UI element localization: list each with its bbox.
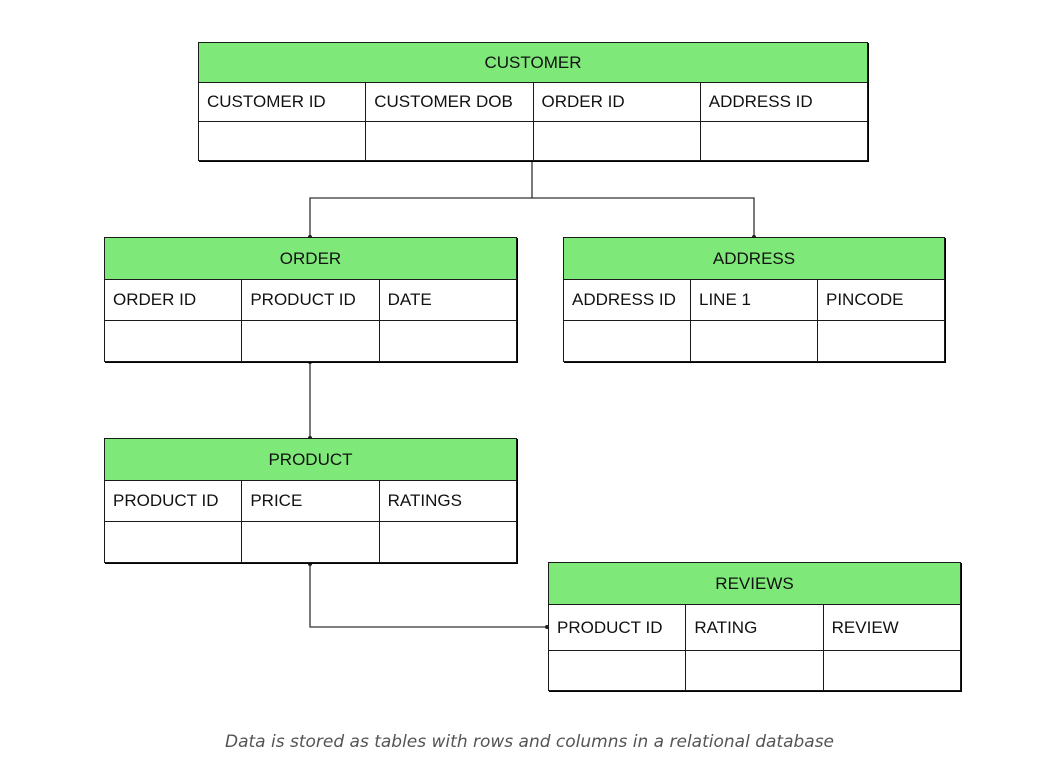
product-column-ratings: RATINGS <box>378 480 518 522</box>
product-table-title: PRODUCT <box>104 438 517 481</box>
order-column-date: DATE <box>378 279 518 321</box>
address-table: ADDRESS ADDRESS ID LINE 1 PINCODE <box>563 237 945 362</box>
order-column-order-id: ORDER ID <box>103 279 243 321</box>
order-table: ORDER ORDER ID PRODUCT ID DATE <box>103 237 518 362</box>
customer-empty-cell <box>197 121 367 161</box>
order-empty-cell <box>241 320 380 362</box>
order-column-product-id: PRODUCT ID <box>241 279 380 321</box>
figure-caption: Data is stored as tables with rows and c… <box>224 732 835 752</box>
product-empty-cell <box>103 521 243 563</box>
customer-column-address-id: ADDRESS ID <box>699 82 869 122</box>
address-column-pincode: PINCODE <box>817 279 945 321</box>
customer-empty-cell <box>365 121 534 161</box>
reviews-column-review: REVIEW <box>822 604 962 651</box>
product-table: PRODUCT PRODUCT ID PRICE RATINGS <box>103 438 518 563</box>
customer-column-customer-dob: CUSTOMER DOB <box>365 82 534 122</box>
reviews-empty-cell <box>822 650 962 691</box>
reviews-empty-cell <box>685 650 824 691</box>
customer-table-title: CUSTOMER <box>198 42 868 83</box>
address-column-address-id: ADDRESS ID <box>563 279 691 321</box>
order-empty-cell <box>378 320 518 362</box>
order-empty-cell <box>103 320 243 362</box>
reviews-table-title: REVIEWS <box>548 562 961 605</box>
connector-customer-address <box>532 197 755 237</box>
connector-customer-order <box>309 160 533 237</box>
customer-empty-cell <box>532 121 701 161</box>
address-empty-cell <box>817 320 945 362</box>
address-empty-cell <box>690 320 818 362</box>
reviews-empty-cell <box>547 650 687 691</box>
order-table-title: ORDER <box>104 237 517 280</box>
reviews-column-rating: RATING <box>685 604 824 651</box>
reviews-column-product-id: PRODUCT ID <box>547 604 687 651</box>
customer-column-order-id: ORDER ID <box>532 82 701 122</box>
product-empty-cell <box>378 521 518 563</box>
customer-table: CUSTOMER CUSTOMER ID CUSTOMER DOB ORDER … <box>197 42 869 161</box>
reviews-table: REVIEWS PRODUCT ID RATING REVIEW <box>547 562 962 691</box>
address-empty-cell <box>563 320 691 362</box>
customer-empty-cell <box>699 121 869 161</box>
product-column-price: PRICE <box>241 480 380 522</box>
connector-dot <box>308 562 312 566</box>
connector-product-reviews <box>309 563 548 628</box>
address-column-line-1: LINE 1 <box>690 279 818 321</box>
product-empty-cell <box>241 521 380 563</box>
product-column-product-id: PRODUCT ID <box>103 480 243 522</box>
address-table-title: ADDRESS <box>563 237 945 280</box>
customer-column-customer-id: CUSTOMER ID <box>197 82 367 122</box>
